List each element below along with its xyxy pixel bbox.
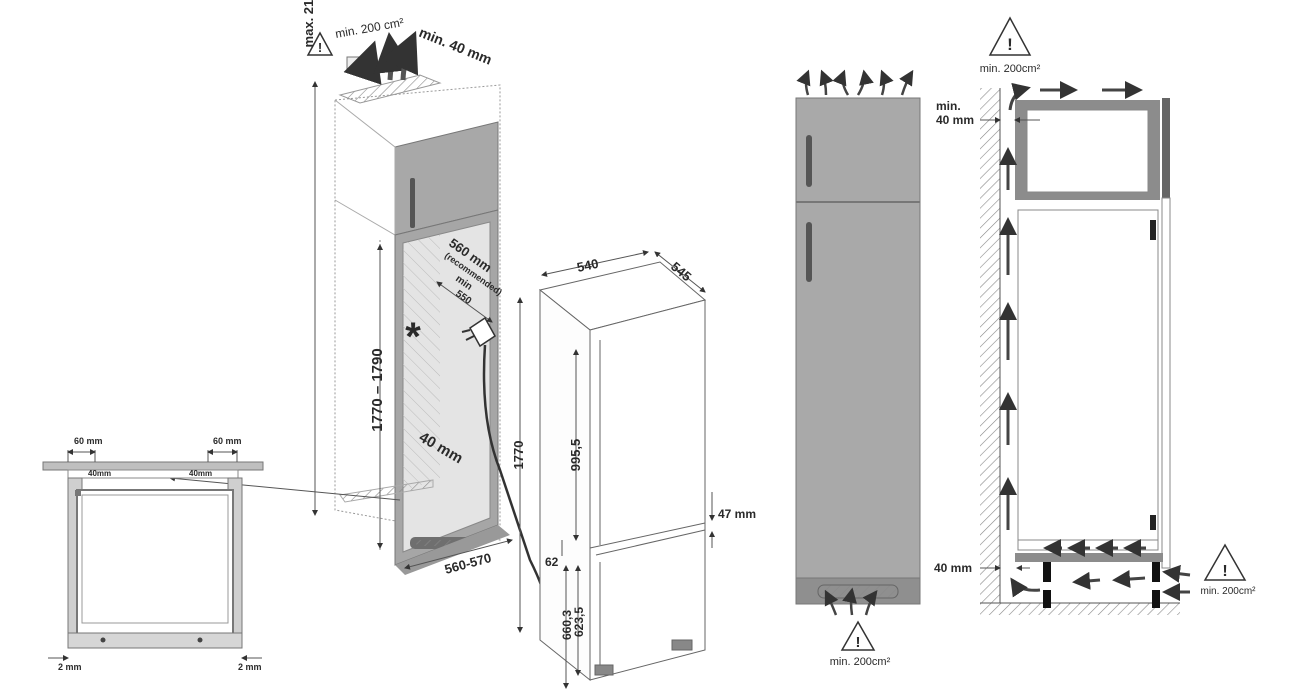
right-offset-label: 60 mm xyxy=(213,436,242,446)
niche-height-label: 1770 – 1790 xyxy=(369,348,386,431)
side-gap-top-label-1: min. xyxy=(936,99,961,113)
front-fridge xyxy=(795,97,921,605)
gap-top-label: min. 40 mm xyxy=(417,24,494,68)
upper-door-label: 995,5 xyxy=(568,439,583,472)
depth-dimension xyxy=(436,281,493,323)
side-wall xyxy=(980,88,1180,615)
width-label: 540 xyxy=(576,256,600,275)
side-airflow-arrows xyxy=(999,81,1191,601)
upper-cabinet-side xyxy=(1015,100,1160,200)
lower-b-label: 623,5 xyxy=(572,607,586,637)
side-vent-right-label: min. 200cm² xyxy=(1200,586,1256,597)
niche-width-dimension xyxy=(404,538,513,570)
side-gap-bottom-label: 40 mm xyxy=(934,561,972,575)
warning-icon-bottom: ! xyxy=(840,620,876,651)
max-height-label: max. 2100 mm xyxy=(301,0,316,47)
warning-icon-right-side: ! xyxy=(1203,543,1247,581)
svg-text:!: ! xyxy=(318,40,322,55)
lower-a-label: 660,3 xyxy=(560,610,574,640)
detail-cabinet xyxy=(42,461,264,649)
right-gap-label: 40mm xyxy=(189,469,212,478)
front-vent-bottom-label: min. 200cm² xyxy=(830,656,891,668)
asterisk-label: * xyxy=(405,315,421,359)
front-airflow-arrows xyxy=(796,69,914,616)
warning-icon: ! xyxy=(306,31,334,56)
side-gap-top-label-2: 40 mm xyxy=(936,113,974,127)
side-vent-top-label: min. 200cm² xyxy=(980,63,1041,75)
left-offset-label: 60 mm xyxy=(74,436,103,446)
svg-text:!: ! xyxy=(1222,563,1227,580)
vent-top-label: min. 200 cm² xyxy=(334,15,405,41)
left-side-label: 2 mm xyxy=(58,662,82,672)
warning-icon-top-side: ! xyxy=(988,16,1032,56)
power-plug-icon xyxy=(461,316,550,611)
socket-icon xyxy=(346,56,360,70)
mid-offset-label: 62 xyxy=(545,555,559,569)
total-height-label: 1770 xyxy=(511,441,526,470)
left-gap-label: 40mm xyxy=(88,469,111,478)
svg-text:!: ! xyxy=(1007,35,1013,54)
right-side-label: 2 mm xyxy=(238,662,262,672)
door-gap-label: 47 mm xyxy=(718,507,756,521)
side-fridge xyxy=(1015,209,1163,608)
detail-pointer-line xyxy=(169,475,401,501)
svg-text:!: ! xyxy=(856,634,861,651)
airflow-up-arrows xyxy=(343,30,419,85)
